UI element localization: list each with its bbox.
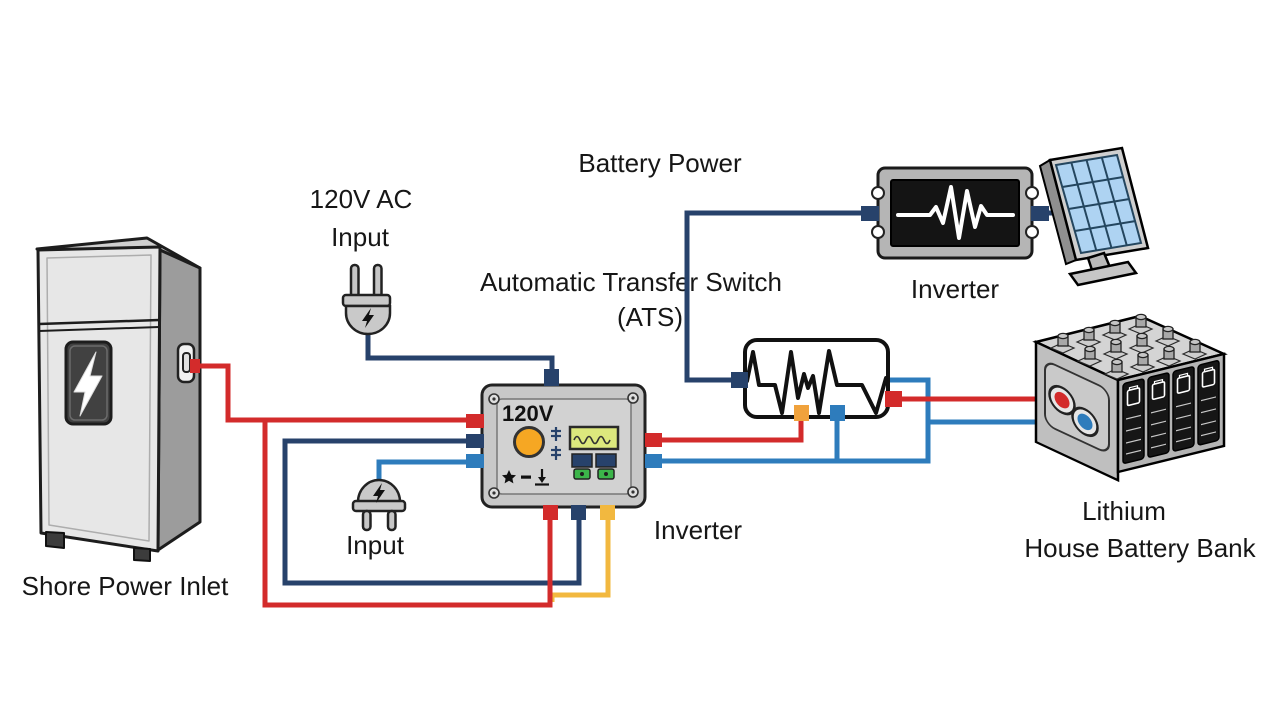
battery-power-label: Battery Power	[578, 148, 742, 178]
dc-plug	[351, 478, 407, 532]
ats-stub-left-navy	[731, 372, 748, 388]
pedestal-foot-right	[133, 547, 151, 562]
shore-socket-slot	[182, 352, 191, 373]
battery-front-face	[1116, 352, 1226, 474]
ats-stub-bottom-blue	[830, 405, 845, 421]
ac-plug	[341, 263, 392, 336]
frame-notch	[871, 186, 885, 200]
stub-bottom-navy	[571, 505, 586, 520]
frame-notch	[1025, 225, 1039, 239]
stub-left-red	[466, 414, 484, 428]
battery-cell-icon	[1197, 359, 1220, 447]
dash-icon	[521, 475, 531, 479]
ats-stub-right-red	[885, 391, 902, 407]
wire-red-shore	[194, 363, 553, 608]
ats-box	[743, 338, 890, 419]
screw-icon	[627, 392, 639, 404]
terminal-block-icon	[595, 453, 617, 468]
shore-power-pedestal	[35, 236, 202, 562]
shore-socket-wire-cap	[190, 359, 200, 373]
ats-label-line1: Automatic Transfer Switch	[480, 267, 782, 297]
display-squiggle	[573, 435, 611, 445]
battery-bank	[1032, 313, 1228, 483]
knob-icon	[513, 426, 545, 458]
screw-icon	[488, 393, 500, 405]
terminal-slot	[580, 472, 584, 476]
ac-input-label-line1: 120V AC	[309, 184, 413, 214]
stub-top-navy	[544, 369, 559, 386]
ground-icon	[535, 469, 549, 486]
inverter-black-stub-right	[1031, 206, 1049, 221]
pedestal-power-panel-inset	[69, 345, 108, 421]
terminal-slot	[604, 472, 608, 476]
stub-right-blue	[645, 454, 662, 468]
wire-navy-battery-power	[684, 210, 872, 383]
wire-stubs	[466, 206, 1049, 520]
pedestal-front-inset	[46, 254, 152, 542]
battery-cell-icon	[1147, 371, 1170, 459]
wire-navy-inverter-loop	[282, 438, 582, 586]
freezer-divider-2	[38, 326, 160, 332]
wire-red-inverter-ats	[660, 418, 804, 443]
battery-cell-icon	[1172, 365, 1195, 453]
battery-red-terminal-center	[1054, 391, 1070, 409]
wire-navy-ac-input	[365, 330, 555, 374]
dc-input-label: Input	[346, 530, 404, 560]
battery-blue-terminal-center	[1077, 413, 1093, 431]
ats-waveform-icon	[745, 349, 888, 415]
screw-icon	[627, 486, 639, 498]
inverter-main-box: 120V	[480, 383, 647, 509]
inverter-top-label: Inverter	[910, 274, 1000, 304]
inverter-waveform-icon	[896, 185, 1015, 240]
solar-grid-lines	[1062, 157, 1136, 251]
frame-notch	[1025, 186, 1039, 200]
stub-bottom-yellow	[600, 505, 615, 520]
inverter-voltage-text: 120V	[502, 401, 554, 426]
lightning-bolt-icon	[373, 483, 385, 503]
waveform-display-icon	[568, 425, 620, 451]
freezer-divider	[38, 318, 160, 326]
inverter-black-box	[871, 166, 1039, 260]
battery-label-line2: House Battery Bank	[1024, 533, 1256, 563]
solar-panel	[1038, 146, 1150, 287]
wire-blue-dc-input	[376, 459, 470, 484]
ac-input-label-line2: Input	[331, 222, 389, 252]
terminal-block-icon	[571, 453, 593, 468]
stub-right-red	[645, 433, 662, 447]
battery-label-line1: Lithium	[1082, 496, 1166, 526]
solar-base	[1067, 260, 1139, 287]
lightning-bolt-icon	[73, 351, 103, 417]
star-icon	[502, 470, 516, 484]
stub-left-blue	[466, 454, 484, 468]
ats-stub-bottom-orange	[794, 405, 809, 421]
ats-label-line2: (ATS)	[617, 302, 683, 332]
pedestal-foot-left	[45, 531, 65, 549]
screw-icon	[488, 487, 500, 499]
pedestal-side-face	[156, 248, 202, 552]
level-adjust-icon	[551, 427, 561, 460]
battery-left-face	[1034, 340, 1120, 483]
inverter-main-label: Inverter	[653, 515, 743, 545]
inverter-black-stub-left	[861, 206, 879, 221]
frame-notch	[871, 225, 885, 239]
stub-left-navy	[466, 434, 484, 448]
battery-cell-icon	[1122, 377, 1145, 465]
shore-power-inlet-label: Shore Power Inlet	[21, 571, 229, 601]
lightning-bolt-icon	[362, 308, 374, 328]
stub-bottom-red	[543, 505, 558, 520]
